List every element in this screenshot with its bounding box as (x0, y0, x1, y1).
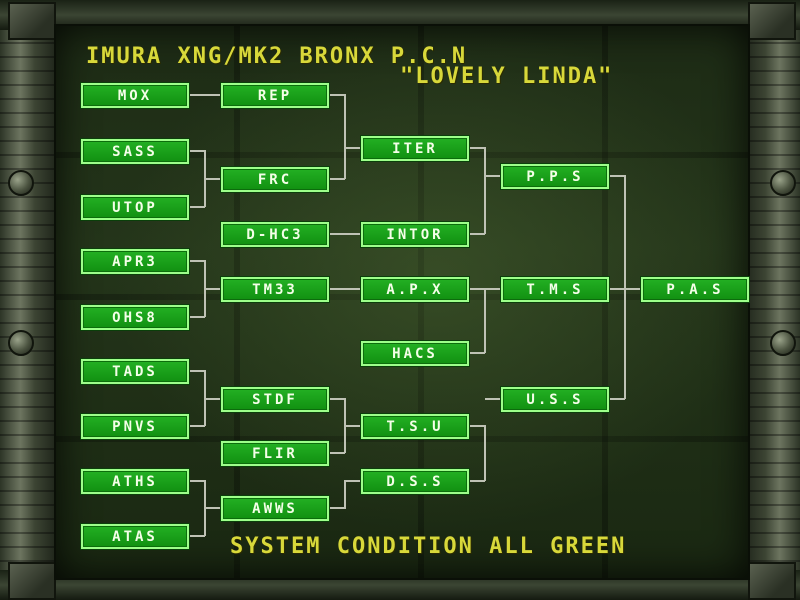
node-atas[interactable]: ATAS (81, 524, 189, 549)
connector (469, 398, 501, 482)
node-hacs[interactable]: HACS (361, 341, 469, 366)
node-frc[interactable]: FRC (221, 167, 329, 192)
connector (189, 150, 221, 208)
node-pas[interactable]: P.A.S (641, 277, 749, 302)
node-apx[interactable]: A.P.X (361, 277, 469, 302)
node-apr3[interactable]: APR3 (81, 249, 189, 274)
node-dss[interactable]: D.S.S (361, 469, 469, 494)
header-subtitle: "LOVELY LINDA" (400, 64, 614, 89)
header-title: IMURA XNG/MK2 BRONX P.C.N (86, 44, 468, 69)
node-iter[interactable]: ITER (361, 136, 469, 161)
node-intor[interactable]: INTOR (361, 222, 469, 247)
status-message: SYSTEM CONDITION ALL GREEN (230, 534, 627, 559)
connector (189, 370, 221, 427)
connector (329, 398, 361, 454)
connector (469, 147, 501, 235)
connector (329, 480, 361, 509)
node-rep[interactable]: REP (221, 83, 329, 108)
node-tm33[interactable]: TM33 (221, 277, 329, 302)
connector (329, 94, 361, 180)
connector (469, 288, 501, 354)
connector (189, 480, 221, 537)
corner-bracket (748, 2, 796, 40)
node-uss[interactable]: U.S.S (501, 387, 609, 412)
node-flir[interactable]: FLIR (221, 441, 329, 466)
node-d-hc3[interactable]: D-HC3 (221, 222, 329, 247)
node-tms[interactable]: T.M.S (501, 277, 609, 302)
node-pnvs[interactable]: PNVS (81, 414, 189, 439)
connector (609, 175, 641, 400)
bolt-icon (770, 330, 796, 356)
node-mox[interactable]: MOX (81, 83, 189, 108)
node-sass[interactable]: SASS (81, 139, 189, 164)
node-tsu[interactable]: T.S.U (361, 414, 469, 439)
bolt-icon (8, 330, 34, 356)
node-stdf[interactable]: STDF (221, 387, 329, 412)
node-tads[interactable]: TADS (81, 359, 189, 384)
node-aths[interactable]: ATHS (81, 469, 189, 494)
connector (189, 260, 221, 318)
corner-bracket (8, 562, 56, 600)
bolt-icon (770, 170, 796, 196)
corner-bracket (748, 562, 796, 600)
node-awws[interactable]: AWWS (221, 496, 329, 521)
node-pps[interactable]: P.P.S (501, 164, 609, 189)
corner-bracket (8, 2, 56, 40)
bolt-icon (8, 170, 34, 196)
frame-left (0, 0, 58, 600)
node-utop[interactable]: UTOP (81, 195, 189, 220)
node-ohs8[interactable]: OHS8 (81, 305, 189, 330)
